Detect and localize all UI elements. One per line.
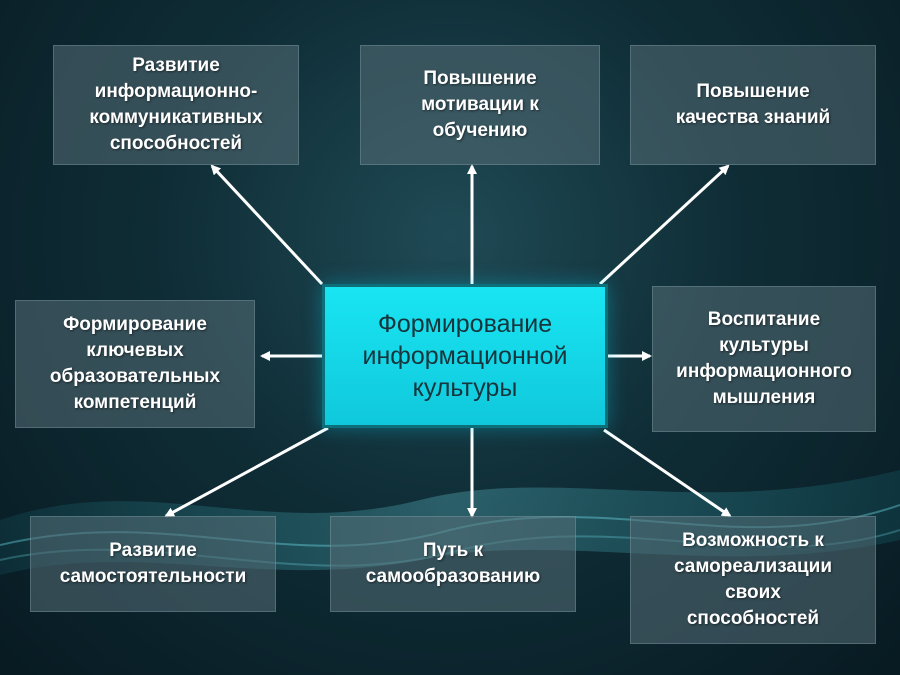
node-top-left: Развитие информационно- коммуникативных … (53, 45, 299, 165)
arrow-bottom-left (164, 426, 329, 518)
node-middle-left: Формирование ключевых образовательных ко… (15, 300, 255, 428)
node-middle-right: Воспитание культуры информационного мышл… (652, 286, 876, 432)
center-node: Формирование информационной культуры (322, 284, 608, 428)
node-top-center: Повышение мотивации к обучению (360, 45, 600, 165)
node-bottom-left: Развитие самостоятельности (30, 516, 276, 612)
node-bottom-right: Возможность к самореализации своих спосо… (630, 516, 876, 644)
arrow-top-right (598, 164, 730, 286)
node-bottom-center: Путь к самообразованию (330, 516, 576, 612)
node-top-right: Повышение качества знаний (630, 45, 876, 165)
arrow-bottom-right (603, 428, 732, 518)
arrow-top-left (210, 164, 324, 286)
